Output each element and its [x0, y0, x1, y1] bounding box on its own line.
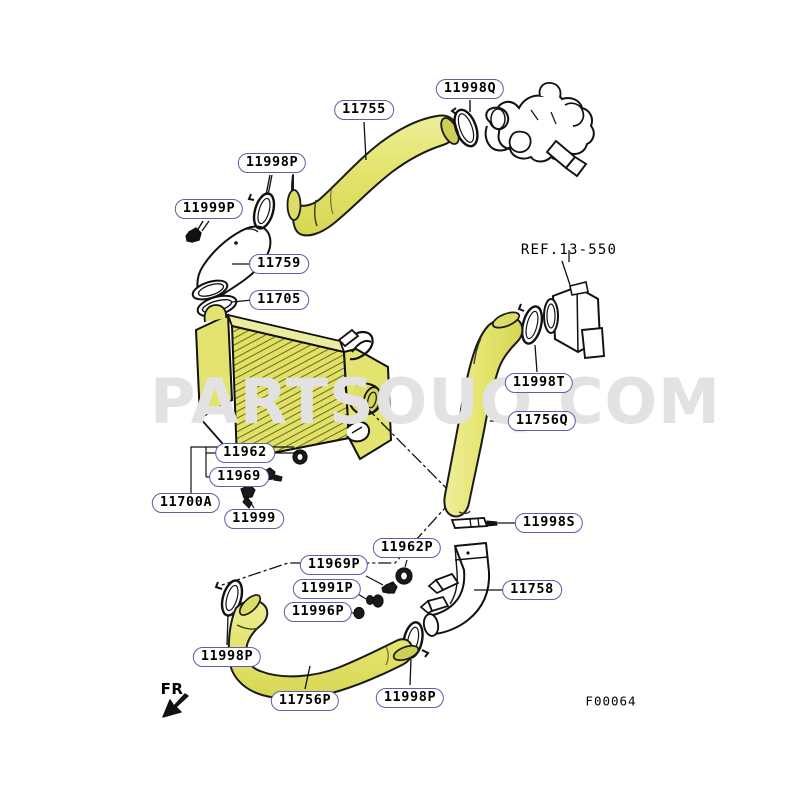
part-label-11755[interactable]: 11755 — [334, 100, 394, 120]
part-11969P-bolt[interactable] — [365, 575, 398, 594]
part-label-11998Q[interactable]: 11998Q — [435, 79, 505, 99]
part-label-11969[interactable]: 11969 — [209, 467, 269, 487]
part-11758-air-pipe-lower[interactable] — [419, 542, 491, 637]
part-label-11998S[interactable]: 11998S — [514, 513, 584, 533]
part-11999P-clip[interactable] — [185, 220, 204, 243]
part-label-11705[interactable]: 11705 — [249, 290, 309, 310]
part-11998S-hose-clip[interactable] — [450, 517, 498, 529]
part-label-11998P-top[interactable]: 11998P — [237, 153, 307, 173]
part-label-11998P-left[interactable]: 11998P — [192, 647, 262, 667]
part-11962-grommet[interactable] — [292, 449, 308, 465]
part-11998Q-hose-clamp[interactable] — [450, 100, 482, 149]
part-label-11756P[interactable]: 11756P — [270, 691, 340, 711]
part-11756Q-air-hose-right[interactable] — [443, 309, 524, 518]
part-11755-air-hose-upper[interactable] — [286, 114, 463, 237]
part-11700A-intercooler[interactable] — [194, 304, 393, 462]
fr-direction-arrow — [162, 693, 189, 718]
diagram-code: F00064 — [585, 693, 637, 709]
part-label-11998P-bottom[interactable]: 11998P — [375, 688, 445, 708]
part-11998P-hose-clamp-top[interactable] — [247, 174, 278, 231]
part-11998T-hose-clamp[interactable] — [517, 303, 546, 373]
part-11759-air-pipe[interactable] — [190, 225, 272, 304]
part-label-11962[interactable]: 11962 — [215, 443, 275, 463]
part-label-11998T[interactable]: 11998T — [504, 373, 574, 393]
part-label-11999[interactable]: 11999 — [224, 509, 284, 529]
part-label-11999P[interactable]: 11999P — [174, 199, 244, 219]
reference-label[interactable]: REF.13-550 — [520, 242, 618, 258]
part-label-11759[interactable]: 11759 — [249, 254, 309, 274]
part-label-11756Q[interactable]: 11756Q — [507, 411, 577, 431]
part-label-11969P[interactable]: 11969P — [299, 555, 369, 575]
turbocharger-assembly — [484, 82, 595, 178]
part-11991P-washer[interactable] — [357, 593, 384, 608]
part-label-11996P[interactable]: 11996P — [283, 602, 353, 622]
part-label-11962P[interactable]: 11962P — [372, 538, 442, 558]
fr-orientation-label: FR — [160, 680, 184, 698]
part-11962P-grommet[interactable] — [395, 559, 413, 585]
part-11998P-hose-clamp-left[interactable] — [214, 578, 246, 646]
assembly-dash-line — [221, 406, 456, 586]
throttle-body-assembly — [543, 260, 606, 360]
part-label-11991P[interactable]: 11991P — [292, 579, 362, 599]
part-11999-bolt[interactable] — [240, 484, 256, 509]
part-label-11700A[interactable]: 11700A — [151, 493, 221, 513]
part-label-11758[interactable]: 11758 — [502, 580, 562, 600]
part-11756P-air-hose-lower[interactable] — [227, 592, 421, 700]
